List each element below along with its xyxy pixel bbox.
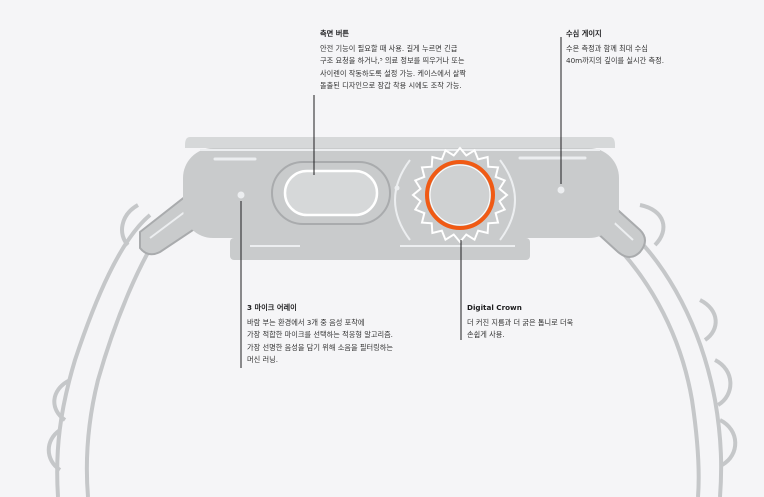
digital-crown (411, 146, 509, 244)
alpine-loop-band-right (598, 203, 738, 497)
depth-gauge-line: 수온 측정과 함께 최대 수심 (566, 43, 648, 53)
microphone-port (237, 191, 245, 199)
side-button-line: 돌출된 디자인으로 장갑 착용 시에도 조작 가능. (320, 81, 462, 90)
side-button-line: 사이렌이 작동하도록 설정 가능. 케이스에서 살짝 (320, 68, 466, 78)
alpine-loop-band-left (46, 203, 167, 497)
side-button-title: 측면 버튼 (320, 29, 349, 38)
microphones-line: 바람 부는 환경에서 3개 중 음성 포착에 (247, 317, 365, 327)
callout-microphones: 3 마이크 어레이 바람 부는 환경에서 3개 중 음성 포착에 가장 적합한 … (247, 302, 393, 367)
side-button-line: 구조 요청을 하거나,⁵ 의료 정보를 띄우거나 또는 (320, 56, 465, 65)
watch-case (183, 137, 619, 260)
digital-crown-line: 손쉽게 사용. (467, 330, 505, 339)
callout-side-button: 측면 버튼 안전 기능이 필요할 때 사용. 길게 누르면 긴급 구조 요청을 … (320, 28, 466, 93)
depth-gauge-title: 수심 게이지 (566, 29, 602, 38)
crown-orange-ring (425, 160, 495, 230)
depth-sensor-port (557, 186, 565, 194)
side-button-line: 안전 기능이 필요할 때 사용. 길게 누르면 긴급 (320, 43, 458, 53)
side-button (271, 161, 391, 225)
small-port (394, 185, 400, 191)
microphones-line: 가장 적합한 마이크를 선택하는 적응형 알고리즘. (247, 330, 393, 339)
callout-depth-gauge: 수심 게이지 수온 측정과 함께 최대 수심 40m까지의 깊이를 실시간 측정… (566, 28, 664, 68)
microphones-line: 가장 선명한 음성을 담기 위해 소음을 필터링하는 (247, 342, 393, 352)
digital-crown-line: 더 커진 지름과 더 굵은 톱니로 더욱 (467, 317, 574, 327)
digital-crown-title: Digital Crown (467, 303, 522, 312)
microphones-line: 머신 러닝. (247, 355, 279, 364)
crown-face (429, 164, 491, 226)
callout-digital-crown: Digital Crown 더 커진 지름과 더 굵은 톱니로 더욱 손쉽게 사… (467, 302, 573, 342)
depth-gauge-line: 40m까지의 깊이를 실시간 측정. (566, 56, 665, 65)
microphones-title: 3 마이크 어레이 (247, 303, 297, 312)
